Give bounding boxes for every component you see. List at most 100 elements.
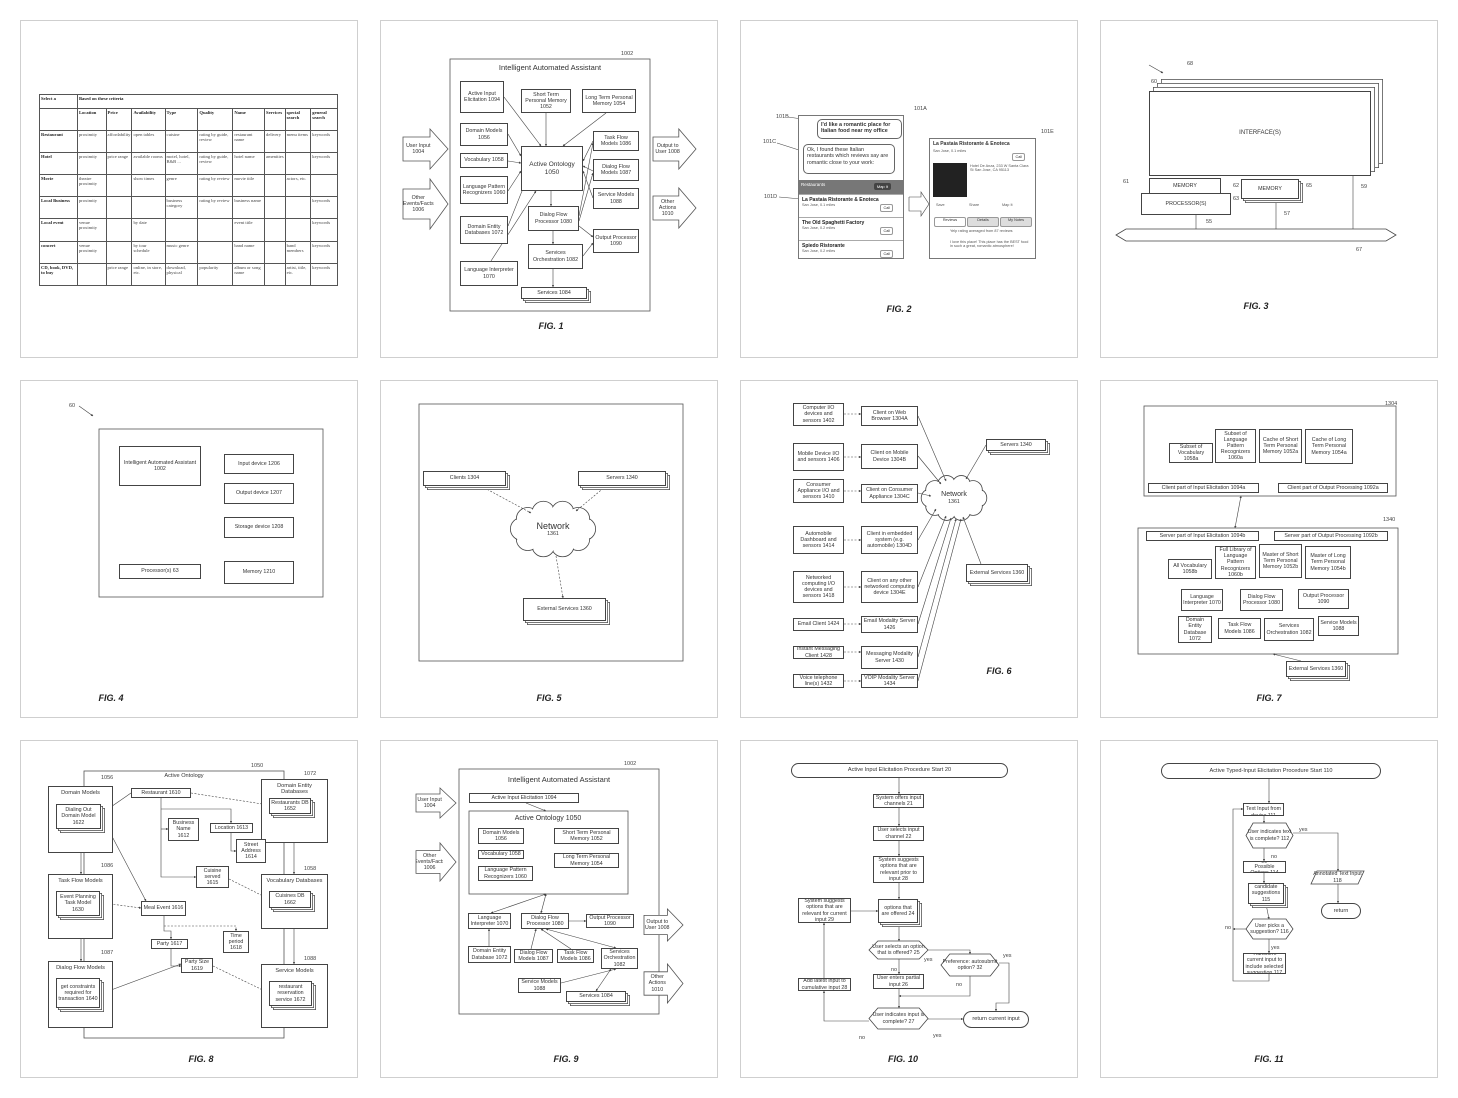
detail-tab[interactable]: Details <box>967 217 999 227</box>
diagram-box[interactable]: Servers 1340 <box>578 471 666 486</box>
diagram-box[interactable]: Service Models 1088 <box>1318 616 1359 636</box>
diagram-box[interactable]: VOIP Modality Server 1434 <box>861 674 918 688</box>
diagram-box[interactable]: return <box>1321 903 1361 919</box>
diagram-box[interactable]: Language Interpreter 1070 <box>460 261 518 286</box>
diagram-box[interactable]: Task Flow Models 1086 <box>557 949 594 963</box>
diagram-box[interactable]: System suggests options that are relevan… <box>798 898 851 923</box>
figure-panel-fig-4[interactable]: Intelligent Automated Assistant 1002 Inpu… <box>20 380 358 718</box>
diagram-box[interactable]: Domain Models 1056 <box>478 828 524 844</box>
diagram-box[interactable]: Party 1617 <box>151 939 188 949</box>
diagram-box[interactable]: Client on Consumer Appliance 1304C <box>861 484 918 503</box>
diagram-box[interactable]: External Services 1360 <box>523 598 606 621</box>
diagram-box[interactable]: return current input <box>963 1011 1029 1028</box>
detail-action-button[interactable]: Share <box>969 203 980 207</box>
diagram-box[interactable]: Client on any other networked computing … <box>861 571 918 603</box>
diagram-box[interactable]: Client part of Input Elicitation 1094a <box>1148 483 1259 493</box>
diagram-box[interactable]: Client on Mobile Device 1304B <box>861 444 918 469</box>
diagram-box[interactable]: restaurant reservation service 1672 <box>269 981 312 1006</box>
diagram-box[interactable]: Active Input Elicitation Procedure Start… <box>791 763 1008 778</box>
diagram-box[interactable]: candidate suggestions 115 <box>1248 883 1284 904</box>
diagram-box[interactable]: Service Models 1088 <box>593 188 639 209</box>
figure-panel-fig-11[interactable]: Active Typed-Input Elicitation Procedure… <box>1100 740 1438 1078</box>
diagram-box[interactable]: Dialog Flow Models 1087 <box>593 159 639 181</box>
diagram-box[interactable]: Networked computing I/O devices and sens… <box>793 571 844 603</box>
detail-action-button[interactable]: Map It <box>1002 203 1013 207</box>
diagram-box[interactable]: Domain Models 1056 <box>460 123 508 146</box>
diagram-box[interactable]: Master of Short Term Personal Memory 105… <box>1259 544 1302 578</box>
diagram-box[interactable]: Dialog Flow Models 1087 <box>514 949 553 963</box>
diagram-box[interactable]: Voice telephone line(s) 1432 <box>793 674 844 688</box>
diagram-box[interactable]: Domain Entity Database 1072 <box>468 946 511 963</box>
diagram-box[interactable]: Event Planning Task Model 1630 <box>56 891 100 916</box>
diagram-box[interactable]: Client in embedded system (e.g. automobi… <box>861 526 918 554</box>
diagram-box[interactable]: Language Pattern Recognizers 1060 <box>460 176 508 204</box>
diagram-box[interactable]: Memory 1210 <box>224 561 294 584</box>
diagram-box[interactable]: Party Size 1619 <box>181 958 213 973</box>
diagram-box[interactable]: User enters partial input 26 <box>873 974 924 989</box>
detail-action-button[interactable]: Save <box>936 203 945 207</box>
diagram-box[interactable]: PROCESSOR(S) <box>1141 193 1231 215</box>
diagram-box[interactable]: Dialog Flow Processor 1080 <box>1240 589 1283 611</box>
diagram-box[interactable]: Intelligent Automated Assistant 1002 <box>119 446 201 486</box>
diagram-box[interactable]: get constraints required for transaction… <box>56 978 100 1008</box>
diagram-box[interactable]: User selects input channel 22 <box>873 826 924 841</box>
diagram-box[interactable]: MEMORY <box>1149 178 1221 194</box>
diagram-box[interactable]: External Services 1360 <box>966 564 1028 582</box>
diagram-box[interactable]: Client on Web Browser 1304A <box>861 406 918 426</box>
diagram-box[interactable]: Short Term Personal Memory 1052 <box>554 828 619 844</box>
diagram-box[interactable]: Services Orchestration 1082 <box>528 244 583 269</box>
diagram-box[interactable]: Server part of Input Elicitation 1094b <box>1146 531 1259 541</box>
diagram-box[interactable]: System suggests options that are relevan… <box>873 856 924 883</box>
diagram-box[interactable]: Services Orchestration 1082 <box>1264 618 1314 641</box>
diagram-box[interactable]: Transform current input to include selec… <box>1243 953 1286 974</box>
detail-tab[interactable]: My Notes <box>1000 217 1032 227</box>
diagram-box[interactable]: Time period 1618 <box>223 931 249 953</box>
diagram-box[interactable]: Vocabulary 1058 <box>478 850 524 859</box>
diagram-box[interactable]: Active Input Elicitation 1094 <box>460 81 504 113</box>
call-button[interactable]: Call <box>880 204 893 212</box>
figure-panel-fig-10[interactable]: Active Input Elicitation Procedure Start… <box>740 740 1078 1078</box>
diagram-box[interactable]: Services 1084 <box>566 991 626 1002</box>
diagram-box[interactable]: User indicates input is complete? 27 <box>872 1012 925 1025</box>
diagram-box[interactable]: Task Flow Models 1086 <box>1218 618 1261 639</box>
diagram-box[interactable]: Annotated Text Input 118 <box>1313 871 1362 884</box>
diagram-box[interactable]: Language Interpreter 1070 <box>468 913 511 929</box>
diagram-box[interactable]: Subset of Vocabulary 1058a <box>1169 443 1213 463</box>
diagram-box[interactable]: Receive Partial Text Input from device 1… <box>1243 803 1284 816</box>
diagram-box[interactable]: Restaurants DB 1652 <box>269 798 311 814</box>
diagram-box[interactable]: Language Pattern Recognizers 1060 <box>478 866 533 881</box>
diagram-box[interactable]: Long Term Personal Memory 1054 <box>554 853 619 868</box>
diagram-box[interactable]: All Vocabulary 1058b <box>1168 559 1212 579</box>
diagram-box[interactable]: Clients 1304 <box>423 471 506 486</box>
diagram-box[interactable]: Input device 1206 <box>224 454 294 474</box>
diagram-box[interactable]: Cuisines DB 1662 <box>269 891 311 908</box>
map-it-button[interactable]: Map It <box>873 183 891 190</box>
diagram-box[interactable]: External Services 1360 <box>1286 661 1346 677</box>
diagram-box[interactable]: Instant Messaging Client 1428 <box>793 646 844 659</box>
diagram-box[interactable]: Location 1613 <box>210 823 253 833</box>
diagram-box[interactable]: Language Interpreter 1070 <box>1181 589 1223 611</box>
diagram-box[interactable]: User selects an option that is offered? … <box>872 943 925 956</box>
diagram-box[interactable]: Service Models 1088 <box>518 978 561 993</box>
diagram-box[interactable]: System offers input channels 21 <box>873 794 924 808</box>
diagram-box[interactable]: Short Term Personal Memory 1052 <box>521 89 571 113</box>
diagram-box[interactable]: Dialog Flow Processor 1080 <box>521 913 569 929</box>
diagram-box[interactable]: Email Client 1424 <box>793 618 844 631</box>
diagram-box[interactable]: Full Library of Language Pattern Recogni… <box>1215 546 1256 579</box>
diagram-box[interactable]: Services Orchestration 1082 <box>601 948 638 969</box>
diagram-box[interactable]: Restaurant 1610 <box>131 788 191 798</box>
diagram-box[interactable]: Vocabulary 1058 <box>460 153 508 168</box>
diagram-box[interactable]: Processor(s) 63 <box>119 564 201 579</box>
diagram-box[interactable]: Meal Event 1616 <box>141 901 186 916</box>
call-button[interactable]: Call <box>1012 153 1025 161</box>
diagram-box[interactable]: Domain Entity Databases 1072 <box>460 216 508 244</box>
diagram-box[interactable]: Cache of Short Term Personal Memory 1052… <box>1259 429 1302 463</box>
